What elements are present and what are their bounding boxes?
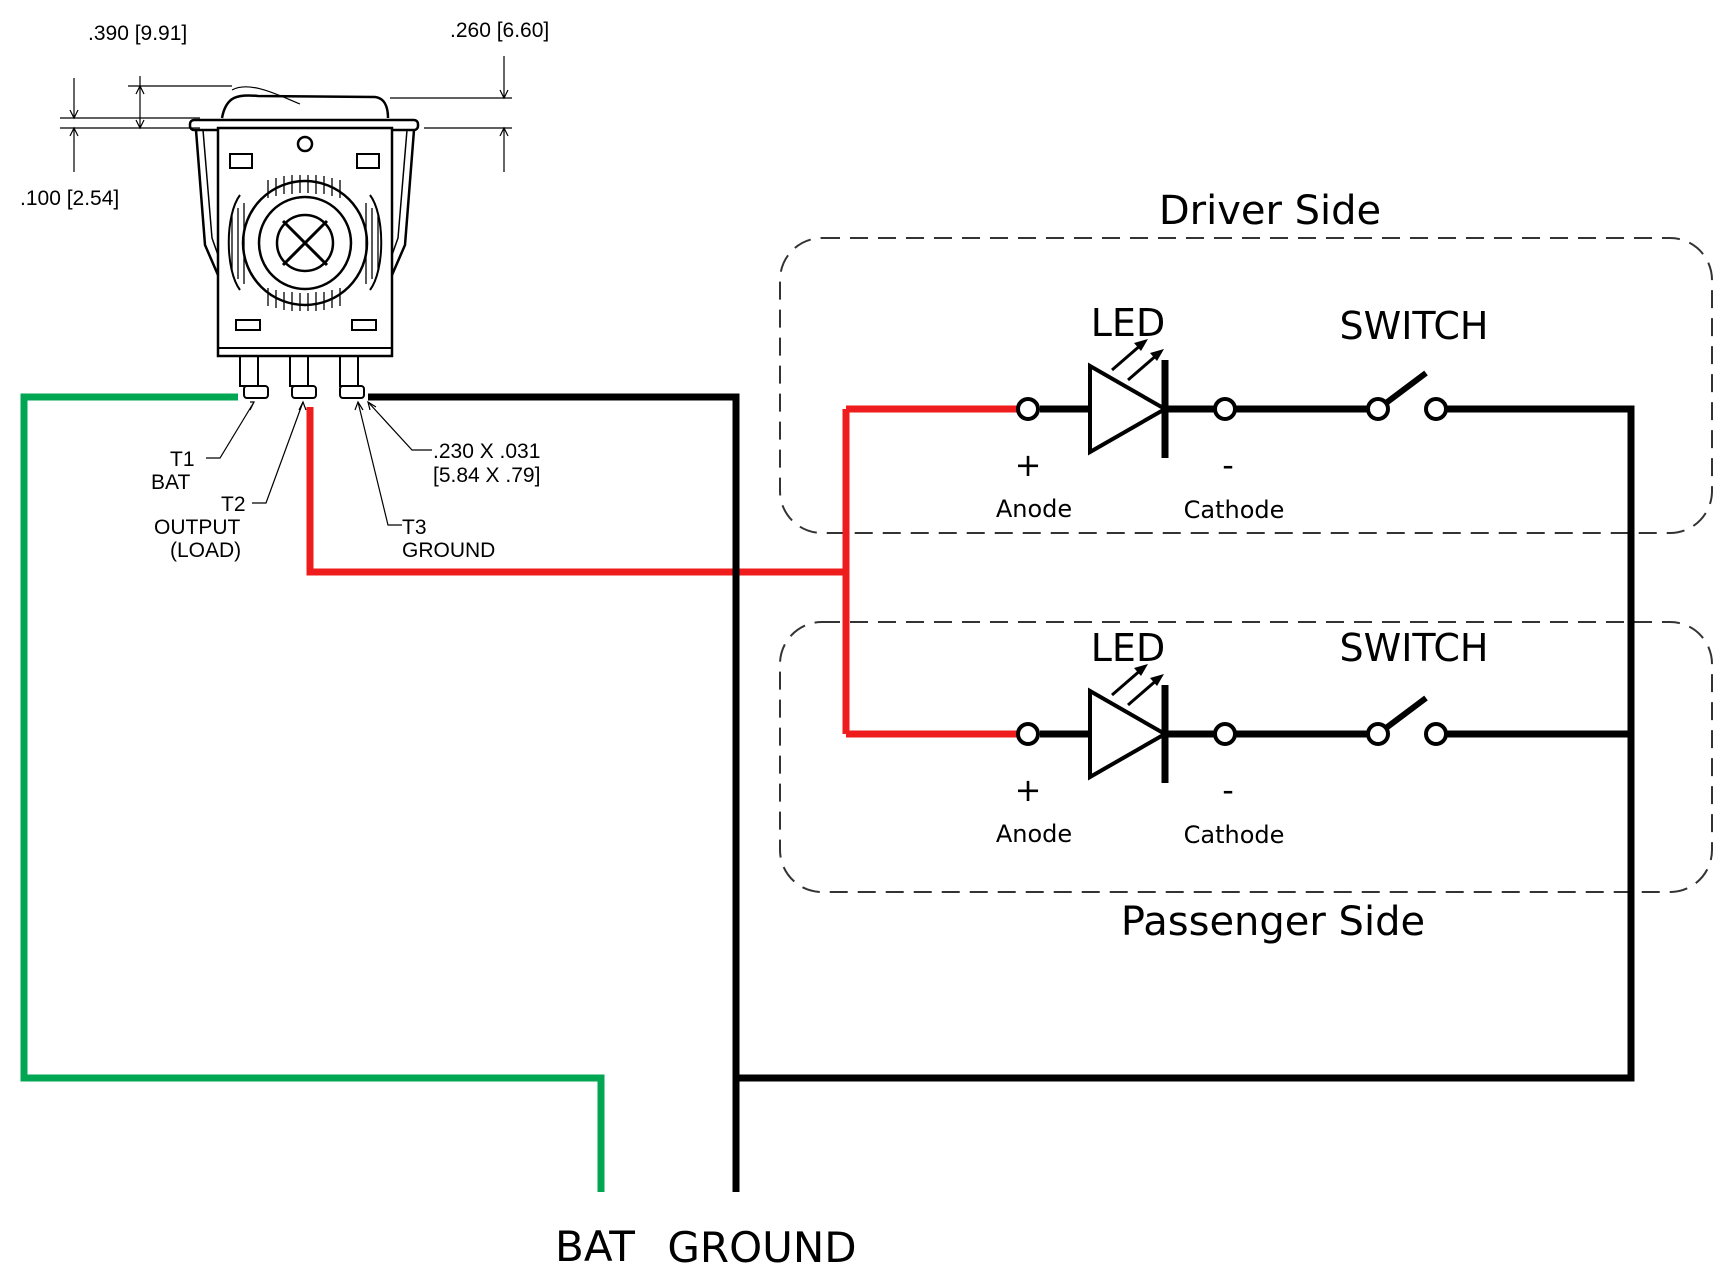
driver-anode-label: Anode <box>996 495 1072 523</box>
ground-label: GROUND <box>667 1223 856 1270</box>
passenger-anode-label: Anode <box>996 820 1072 848</box>
passenger-led-label: LED <box>1091 626 1165 670</box>
driver-cathode-label: Cathode <box>1184 496 1285 524</box>
driver-anode-terminal <box>1016 397 1040 421</box>
terminal-t1-id: T1 <box>170 448 195 471</box>
terminal-size-line2: [5.84 X .79] <box>433 464 540 487</box>
terminal-t1 <box>243 385 269 399</box>
passenger-anode-terminal <box>1016 722 1040 746</box>
driver-switch <box>1235 370 1631 421</box>
passenger-switch <box>1235 695 1631 746</box>
terminal-size-line1: .230 X .031 <box>433 440 540 463</box>
passenger-minus-sign: - <box>1222 771 1234 809</box>
output-wire <box>306 407 846 576</box>
passenger-side-title: Passenger Side <box>1121 899 1425 945</box>
terminal-t3-name: GROUND <box>402 539 495 562</box>
passenger-switch-label: SWITCH <box>1340 626 1489 670</box>
terminal-t1-name: BAT <box>151 471 190 494</box>
grille-hatching <box>231 175 379 311</box>
driver-led-label: LED <box>1091 301 1165 345</box>
ground-wire <box>368 393 740 1192</box>
driver-plus-sign: + <box>1015 446 1042 484</box>
terminal-t2-sub: (LOAD) <box>170 539 241 562</box>
terminal-t3-id: T3 <box>402 516 427 539</box>
dimension-top-left: .390 [9.91] <box>88 22 187 45</box>
rocker-switch-drawing <box>188 86 420 399</box>
passenger-side-group <box>779 621 1713 893</box>
driver-cathode-terminal <box>1213 397 1237 421</box>
passenger-cathode-label: Cathode <box>1184 821 1285 849</box>
terminal-t2-name: OUTPUT <box>154 516 241 539</box>
bat-label: BAT <box>555 1222 635 1270</box>
dimension-lines <box>60 56 512 526</box>
driver-led <box>1040 339 1214 458</box>
passenger-led <box>1040 664 1214 783</box>
driver-minus-sign: - <box>1222 446 1234 484</box>
dimension-top-right: .260 [6.60] <box>450 19 549 42</box>
terminal-t2 <box>291 385 317 399</box>
passenger-plus-sign: + <box>1015 771 1042 809</box>
driver-switch-label: SWITCH <box>1340 304 1489 348</box>
driver-side-title: Driver Side <box>1159 188 1381 234</box>
terminal-t3 <box>339 385 365 399</box>
terminal-t2-id: T2 <box>221 493 246 516</box>
driver-side-group <box>779 237 1713 534</box>
dimension-left: .100 [2.54] <box>20 187 119 210</box>
passenger-cathode-terminal <box>1213 722 1237 746</box>
bat-wire <box>20 393 605 1192</box>
